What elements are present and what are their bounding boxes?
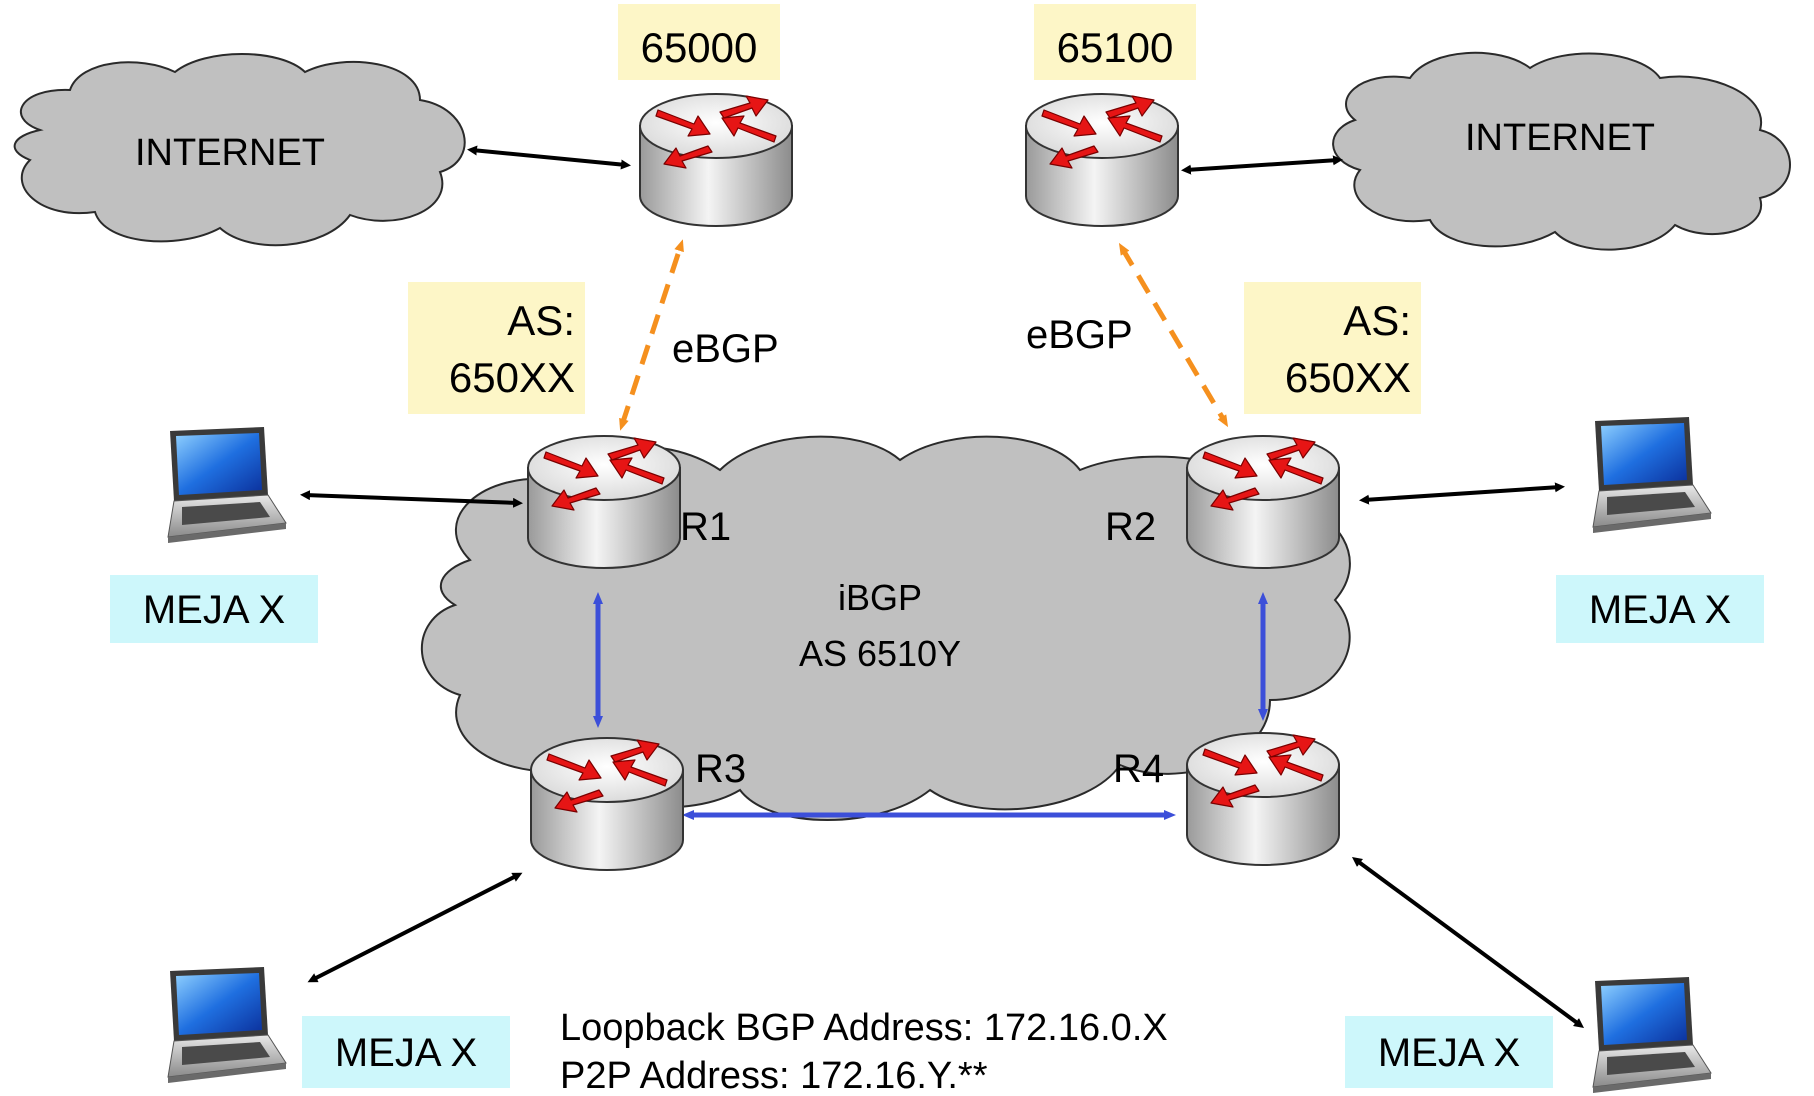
ebgp-label-right: eBGP [1026,313,1133,357]
internet-label-left: INTERNET [135,132,325,174]
router-label-r4: R4 [1113,747,1164,791]
host-box-lower-left [302,1016,510,1088]
p2p-address-note: P2P Address: 172.16.Y.** [560,1055,988,1096]
host-box-lower-right [1345,1016,1553,1088]
access-link-r2-host [1359,482,1565,505]
loopback-address-note: Loopback BGP Address: 172.16.0.X [560,1007,1168,1049]
internet-cloud-left [13,53,466,247]
router-label-r3: R3 [695,747,746,791]
as-box-local-right [1244,282,1421,414]
internet-label-right: INTERNET [1465,117,1655,159]
router-as65100 [1025,93,1179,227]
router-label-r2: R2 [1105,505,1156,549]
router-r4 [1186,732,1340,866]
access-link-r3-host [307,872,523,983]
laptop-icon-upper-left [167,426,287,544]
router-r2 [1186,435,1340,569]
link-internet-left-to-as65000 [467,145,631,170]
as-number-upper-left: 65000 [641,24,758,71]
link-as65100-to-internet-right [1181,155,1343,175]
as-box-local-left [408,282,585,414]
laptop-icon-lower-left [167,966,287,1084]
host-box-upper-right [1556,575,1764,643]
host-box-upper-left [110,575,318,643]
as-box-upper-left [618,4,780,80]
laptop-icon-lower-right [1592,976,1712,1094]
as-local-right-line2: 650XX [1285,354,1411,401]
ibgp-label: iBGP [838,577,922,618]
router-label-r1: R1 [680,505,731,549]
as-number-upper-right: 65100 [1057,24,1174,71]
access-link-r4-host [1351,857,1585,1028]
host-label-upper-right: MEJA X [1589,588,1731,632]
ebgp-label-left: eBGP [672,327,779,371]
as-box-upper-right [1034,4,1196,80]
router-as65000 [639,93,793,227]
as-local-left-line2: 650XX [449,354,575,401]
router-r1 [527,435,681,569]
as-local-right-line1: AS: [1343,297,1411,344]
host-label-upper-left: MEJA X [143,588,285,632]
access-link-r1-host [300,490,523,508]
laptop-icon-upper-right [1592,416,1712,534]
internet-cloud-right [1332,51,1791,251]
router-r3 [530,737,684,871]
core-as-label: AS 6510Y [799,633,961,674]
host-label-lower-left: MEJA X [335,1031,477,1075]
as-local-left-line1: AS: [507,297,575,344]
ebgp-link-right [1118,242,1229,428]
host-label-lower-right: MEJA X [1378,1031,1520,1075]
